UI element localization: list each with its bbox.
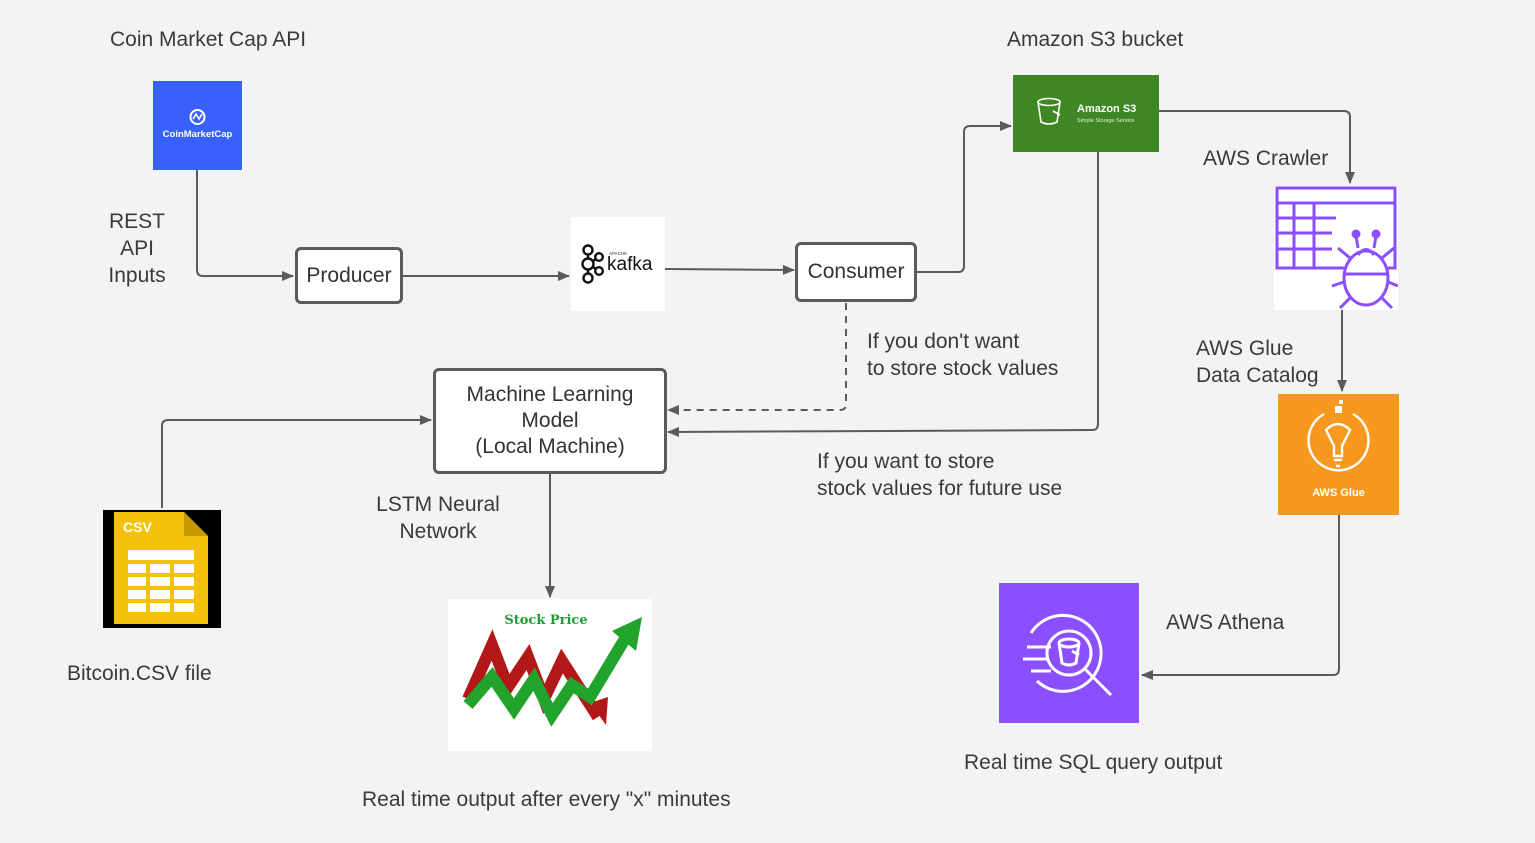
edge-s3-to-ml [667, 152, 1099, 437]
coinmarketcap-logo: CoinMarketCap [153, 81, 242, 170]
amazon-s3-logo: Amazon S3 Simple Storage Service [1013, 75, 1159, 152]
kafka-small-text: APACHE [609, 251, 627, 256]
s3-title-text: Amazon S3 [1077, 103, 1136, 115]
s3-subtitle-text: Simple Storage Service [1077, 118, 1134, 124]
edge-csv-to-ml [161, 415, 432, 508]
edge-kafka-to-consumer [664, 264, 795, 275]
ml-model-node[interactable]: Machine Learning Model (Local Machine) [433, 368, 667, 474]
edge-glue-to-athena [1141, 515, 1340, 680]
csv-text: CSV [123, 519, 152, 535]
consumer-node[interactable]: Consumer [795, 242, 917, 302]
csv-file-icon: CSV [103, 510, 221, 628]
producer-node[interactable]: Producer [295, 247, 403, 304]
edge-consumer-to-ml-dashed [667, 303, 847, 415]
aws-glue-catalog-label: AWS Glue Data Catalog [1196, 337, 1319, 387]
bitcoin-csv-label: Bitcoin.CSV file [67, 662, 212, 685]
coinmarketcap-logo-text: CoinMarketCap [163, 129, 233, 140]
kafka-text: kafka [607, 254, 653, 275]
stock-price-text: Stock Price [504, 613, 587, 628]
stock-price-image: Stock Price [448, 599, 652, 751]
aws-crawler-label: AWS Crawler [1203, 147, 1329, 170]
aws-athena-icon [999, 583, 1139, 723]
edge-consumer-to-s3 [916, 121, 1012, 273]
s3-bucket-icon [1037, 97, 1061, 125]
aws-glue-icon: AWS Glue [1278, 394, 1399, 515]
kafka-logo: APACHE kafka [571, 217, 665, 311]
aws-athena-label: AWS Athena [1166, 611, 1285, 634]
coinmarketcap-api-label: Coin Market Cap API [110, 28, 307, 51]
sql-output-label: Real time SQL query output [964, 751, 1223, 774]
kafka-icon [581, 244, 605, 284]
store-label: If you want to store stock values for fu… [817, 450, 1063, 500]
aws-crawler-icon [1274, 186, 1398, 310]
rest-api-label: REST API Inputs [108, 210, 166, 287]
realtime-output-label: Real time output after every "x" minutes [362, 788, 731, 811]
edge-s3-to-crawler [1159, 110, 1355, 184]
edge-cmc-to-producer [196, 170, 294, 281]
amazon-s3-bucket-label: Amazon S3 bucket [1007, 28, 1184, 51]
aws-glue-text: AWS Glue [1312, 487, 1365, 499]
no-store-label: If you don't want to store stock values [867, 330, 1059, 380]
lstm-label: LSTM Neural Network [376, 493, 500, 543]
